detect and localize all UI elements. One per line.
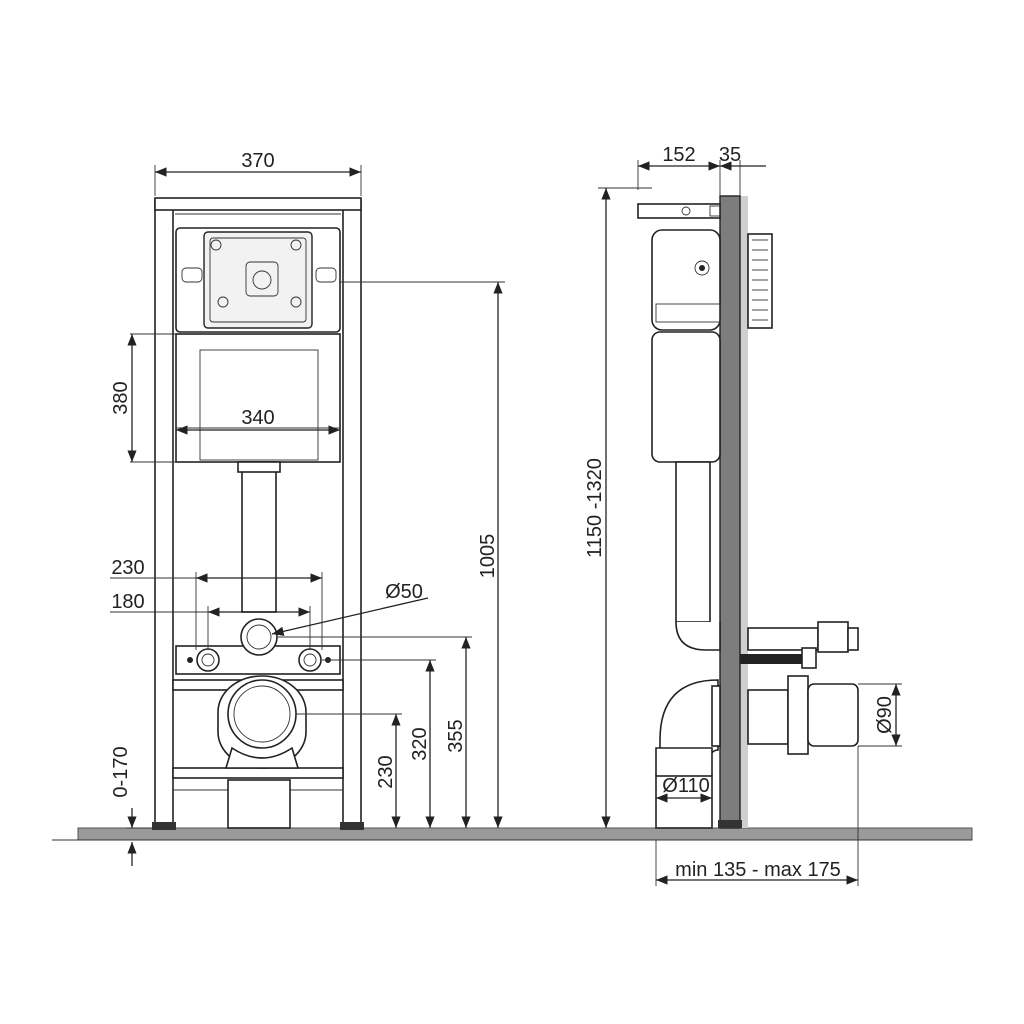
front-dimensions: 370 380 340 230 180 Ø50 1005 355 (110, 150, 505, 866)
dim-bend-d110: Ø110 (662, 775, 709, 797)
dim-height-320: 320 (409, 727, 431, 760)
floor-line (52, 827, 973, 841)
dim-spacing-230: 230 (111, 557, 144, 579)
dim-depth-152: 152 (662, 144, 695, 166)
frame-top-rail (154, 197, 362, 211)
frame-left-upright (154, 199, 174, 829)
side-waste-outlet (747, 689, 789, 745)
flush-plate-frame (747, 233, 773, 329)
dim-pipe-d50: Ø50 (385, 581, 423, 603)
cistern-body (175, 333, 341, 463)
frame-profile (719, 195, 741, 829)
flush-outlet-ring (240, 618, 278, 656)
dim-spacing-180: 180 (111, 591, 144, 613)
side-flush-housing (651, 229, 721, 331)
dim-range-135-175: min 135 - max 175 (675, 859, 841, 881)
flush-connector (747, 627, 819, 651)
flush-mechanism-box (203, 231, 313, 329)
bolt-left (196, 648, 220, 672)
side-dimensions: 152 35 1150 -1320 Ø90 Ø110 min 135 - max… (584, 144, 902, 886)
threaded-rod (740, 654, 802, 664)
top-bracket (637, 203, 721, 219)
side-view (637, 195, 859, 829)
side-flush-pipe (675, 461, 711, 623)
wall-section (740, 196, 748, 828)
side-cistern-body (651, 331, 721, 463)
waste-outlet (227, 679, 297, 749)
dim-height-1150-1320: 1150 -1320 (584, 458, 606, 558)
front-view (152, 197, 364, 830)
dim-tank-width-340: 340 (241, 407, 274, 429)
dim-height-1005: 1005 (477, 534, 499, 579)
dim-floor-adjust-0-170: 0-170 (110, 746, 132, 797)
flush-pipe (241, 461, 277, 613)
frame-right-upright (342, 199, 362, 829)
dim-height-355: 355 (445, 719, 467, 752)
dim-outlet-d90: Ø90 (874, 696, 896, 734)
dim-wall-35: 35 (719, 144, 741, 166)
bolt-right (298, 648, 322, 672)
dim-width-370: 370 (241, 150, 274, 172)
dim-height-230: 230 (375, 755, 397, 788)
dim-tank-height-380: 380 (110, 381, 132, 414)
